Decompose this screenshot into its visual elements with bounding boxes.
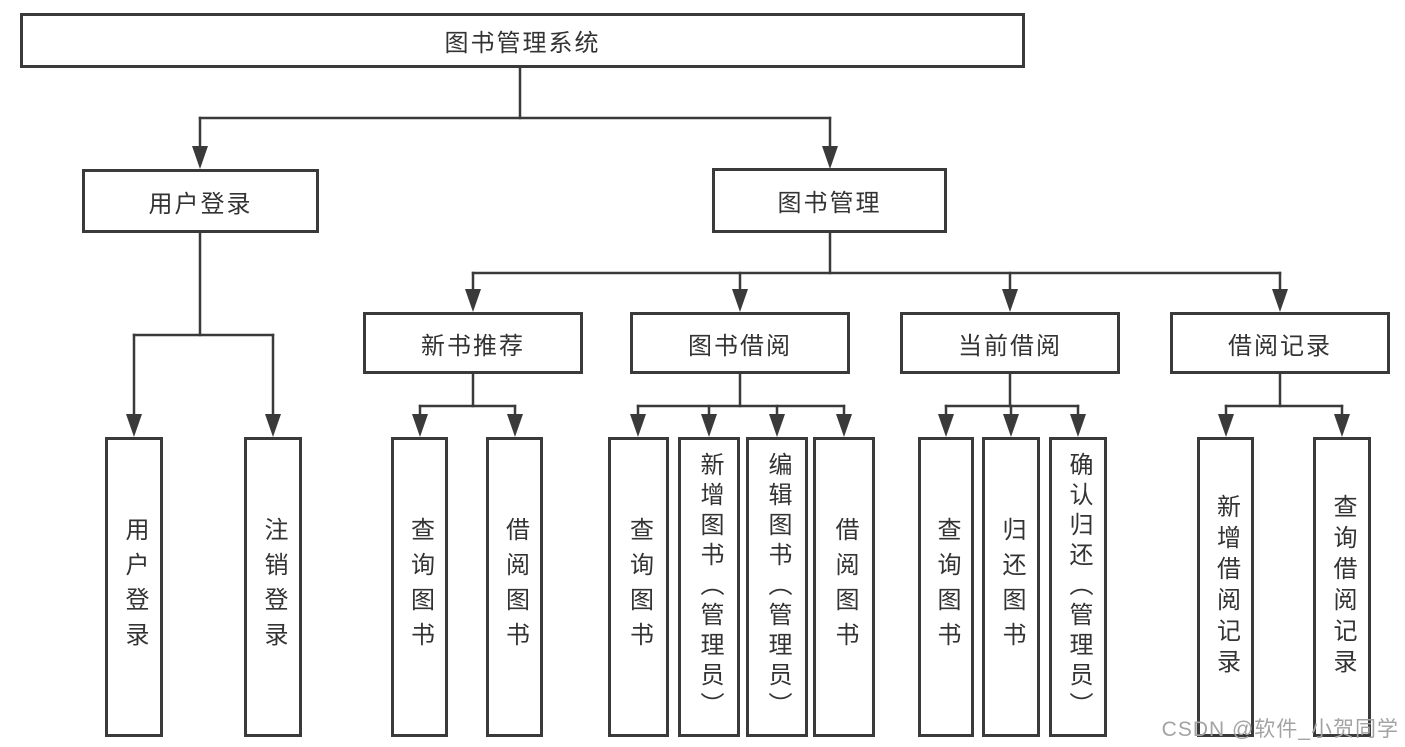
- node-label: 图书管理系统: [444, 30, 601, 57]
- node-label: 查询图书: [933, 517, 960, 657]
- node-label: 图书借阅: [688, 332, 792, 360]
- node-label: 用户登录: [121, 517, 148, 657]
- node-label: 查询借阅记录: [1329, 494, 1356, 680]
- node-label: 编辑图书（管理员）: [764, 452, 791, 722]
- node-book-management: 图书管理: [712, 168, 947, 233]
- leaf-add-books-admin: 新增图书（管理员）: [678, 437, 740, 737]
- leaf-user-login: 用户登录: [105, 437, 163, 737]
- leaf-add-borrow-record: 新增借阅记录: [1197, 437, 1254, 737]
- node-borrowing-records: 借阅记录: [1170, 312, 1390, 374]
- node-label: 查询图书: [406, 517, 434, 657]
- node-book-borrowing: 图书借阅: [630, 312, 850, 374]
- node-label: 查询图书: [625, 517, 653, 657]
- node-label: 注销登录: [260, 517, 287, 657]
- arrowheads: [126, 146, 1350, 437]
- leaf-query-books-current: 查询图书: [918, 437, 974, 737]
- node-label: 借阅图书: [501, 517, 529, 657]
- leaf-borrow-books-recommend: 借阅图书: [486, 437, 543, 737]
- leaf-confirm-return-admin: 确认归还（管理员）: [1049, 437, 1107, 737]
- node-label: 新书推荐: [421, 332, 525, 360]
- node-label: 当前借阅: [958, 332, 1062, 360]
- node-new-book-recommendation: 新书推荐: [363, 312, 583, 374]
- node-library-management-system: 图书管理系统: [20, 13, 1025, 68]
- watermark-csdn: CSDN @软件_小贺同学: [1161, 718, 1399, 741]
- node-label: 确认归还（管理员）: [1065, 452, 1092, 722]
- leaf-return-books: 归还图书: [982, 437, 1040, 737]
- node-label: 新增图书（管理员）: [696, 452, 723, 722]
- leaf-edit-books-admin: 编辑图书（管理员）: [746, 437, 808, 737]
- node-label: 图书管理: [777, 190, 882, 217]
- node-label: 新增借阅记录: [1212, 494, 1240, 680]
- leaf-query-books-borrowing: 查询图书: [608, 437, 669, 737]
- node-label: 用户登录: [148, 190, 253, 218]
- leaf-borrow-books-borrowing: 借阅图书: [813, 437, 875, 737]
- leaf-query-borrow-record: 查询借阅记录: [1313, 437, 1371, 737]
- node-label: 借阅图书: [831, 517, 858, 657]
- leaf-logout: 注销登录: [244, 437, 302, 737]
- node-label: 归还图书: [998, 517, 1025, 657]
- node-current-borrowing: 当前借阅: [900, 312, 1120, 374]
- node-user-login: 用户登录: [82, 169, 319, 233]
- leaf-query-books-recommend: 查询图书: [391, 437, 448, 737]
- node-label: 借阅记录: [1228, 332, 1332, 360]
